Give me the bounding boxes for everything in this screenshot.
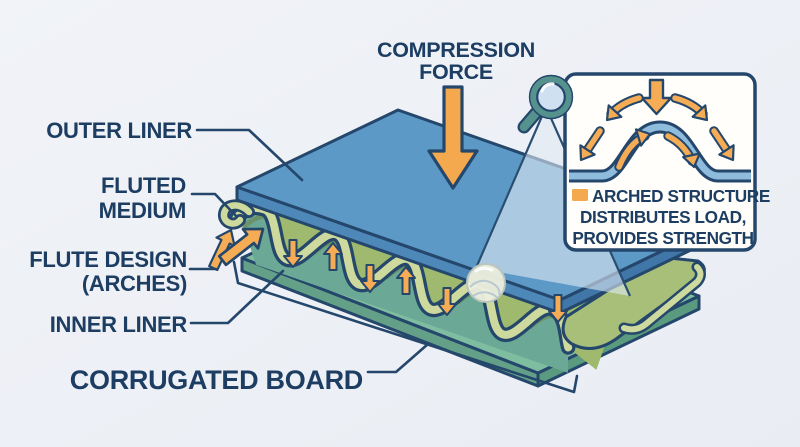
sphere-flute-line	[469, 279, 501, 296]
magnifier-handle	[519, 108, 541, 132]
magnifier-icon	[517, 74, 574, 134]
compression-force-label-line1: COMPRESSION	[377, 38, 535, 62]
flute-curl	[220, 202, 253, 227]
compression-force-label-line2: FORCE	[419, 60, 493, 84]
inner-liner-leader	[189, 269, 285, 325]
compression-arrow-icon	[427, 85, 479, 190]
outer-liner-label: OUTER LINER	[46, 118, 192, 143]
corrugated-board-leader	[366, 342, 430, 374]
sphere-body	[466, 263, 506, 303]
magnifier-glint	[540, 82, 555, 93]
corrugated-board-bracket	[232, 260, 579, 394]
inset-legend-line1: ARCHED STRUCTURE	[592, 186, 770, 206]
sphere-flute-line	[472, 291, 498, 298]
leader-lines	[188, 128, 579, 394]
fluted-medium-label-line2: MEDIUM	[99, 198, 186, 223]
inset-legend-line3: PROVIDES STRENGTH	[572, 228, 753, 248]
magnifier-ring	[530, 76, 572, 118]
fluted-medium-leader	[190, 192, 239, 219]
lens-sphere	[466, 263, 506, 303]
inner-liner-label: INNER LINER	[50, 312, 188, 337]
corrugated-board-label: CORRUGATED BOARD	[70, 365, 363, 395]
flute-design-label-line1: FLUTE DESIGN	[29, 247, 187, 272]
inset-load-arrows	[572, 78, 742, 172]
inset-callout: ARCHED STRUCTURE DISTRIBUTES LOAD, PROVI…	[563, 72, 770, 252]
inset-down-arrow-icon	[640, 78, 673, 116]
flute-design-label-line2: (ARCHES)	[82, 271, 187, 296]
fluted-medium-label-line1: FLUTED	[101, 173, 186, 198]
sphere-highlight	[474, 266, 494, 273]
inset-legend-line2: DISTRIBUTES LOAD,	[580, 207, 746, 227]
diagram-labels: OUTER LINER FLUTED MEDIUM FLUTE DESIGN (…	[29, 38, 535, 395]
outer-liner-leader	[195, 128, 304, 182]
legend-swatch	[572, 189, 588, 201]
flute-roll-band	[621, 264, 704, 333]
